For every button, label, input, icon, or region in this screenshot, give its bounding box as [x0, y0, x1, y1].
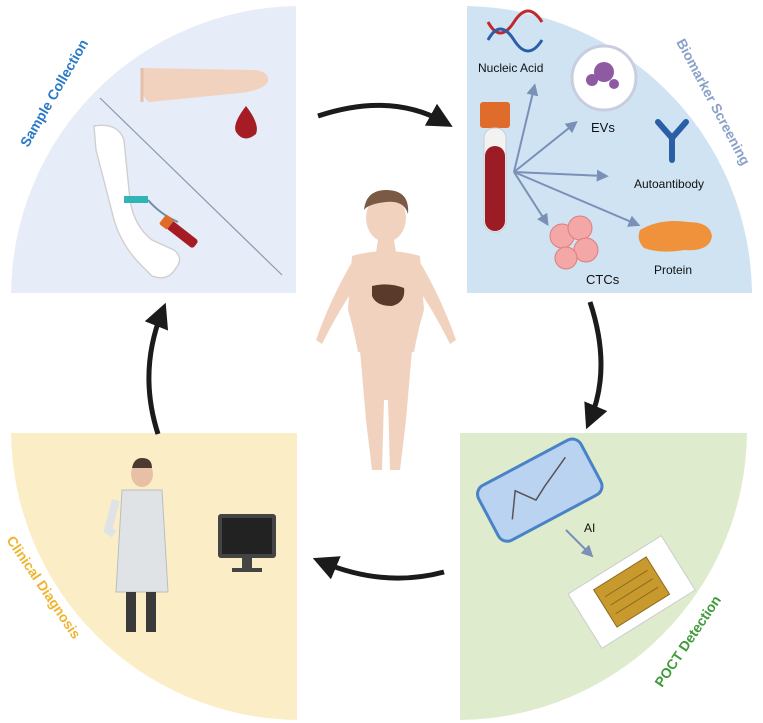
ctc-icon [549, 215, 599, 270]
arrow-collection-to-screening [317, 102, 453, 127]
label-protein: Protein [654, 263, 692, 277]
protein-icon [638, 221, 712, 252]
patient-figure [316, 190, 456, 470]
smartphone-icon [476, 437, 604, 543]
divider-line [99, 97, 283, 276]
finger-icon [140, 68, 269, 102]
arm-with-needle-icon [93, 124, 198, 279]
label-ctcs: CTCs [586, 272, 620, 287]
blood-drop-icon [235, 106, 257, 139]
ai-arrow [565, 529, 594, 558]
dna-icon [486, 9, 544, 53]
monitor-icon [218, 514, 276, 572]
label-autoantibody: Autoantibody [634, 177, 704, 191]
label-nucleic-acid: Nucleic Acid [478, 61, 543, 75]
arrow-diagnosis-to-collection [144, 302, 169, 435]
arrow-screening-to-poct [584, 301, 608, 430]
chip-icon [567, 535, 696, 649]
label-evs: EVs [591, 120, 615, 135]
antibody-icon [655, 119, 689, 163]
label-ai: AI [584, 521, 595, 535]
doctor-figure [103, 458, 169, 632]
ev-icon [570, 44, 638, 112]
biomarker-arrows [513, 83, 641, 227]
arrow-poct-to-diagnosis [312, 556, 445, 581]
blood-tube-icon [480, 102, 510, 233]
